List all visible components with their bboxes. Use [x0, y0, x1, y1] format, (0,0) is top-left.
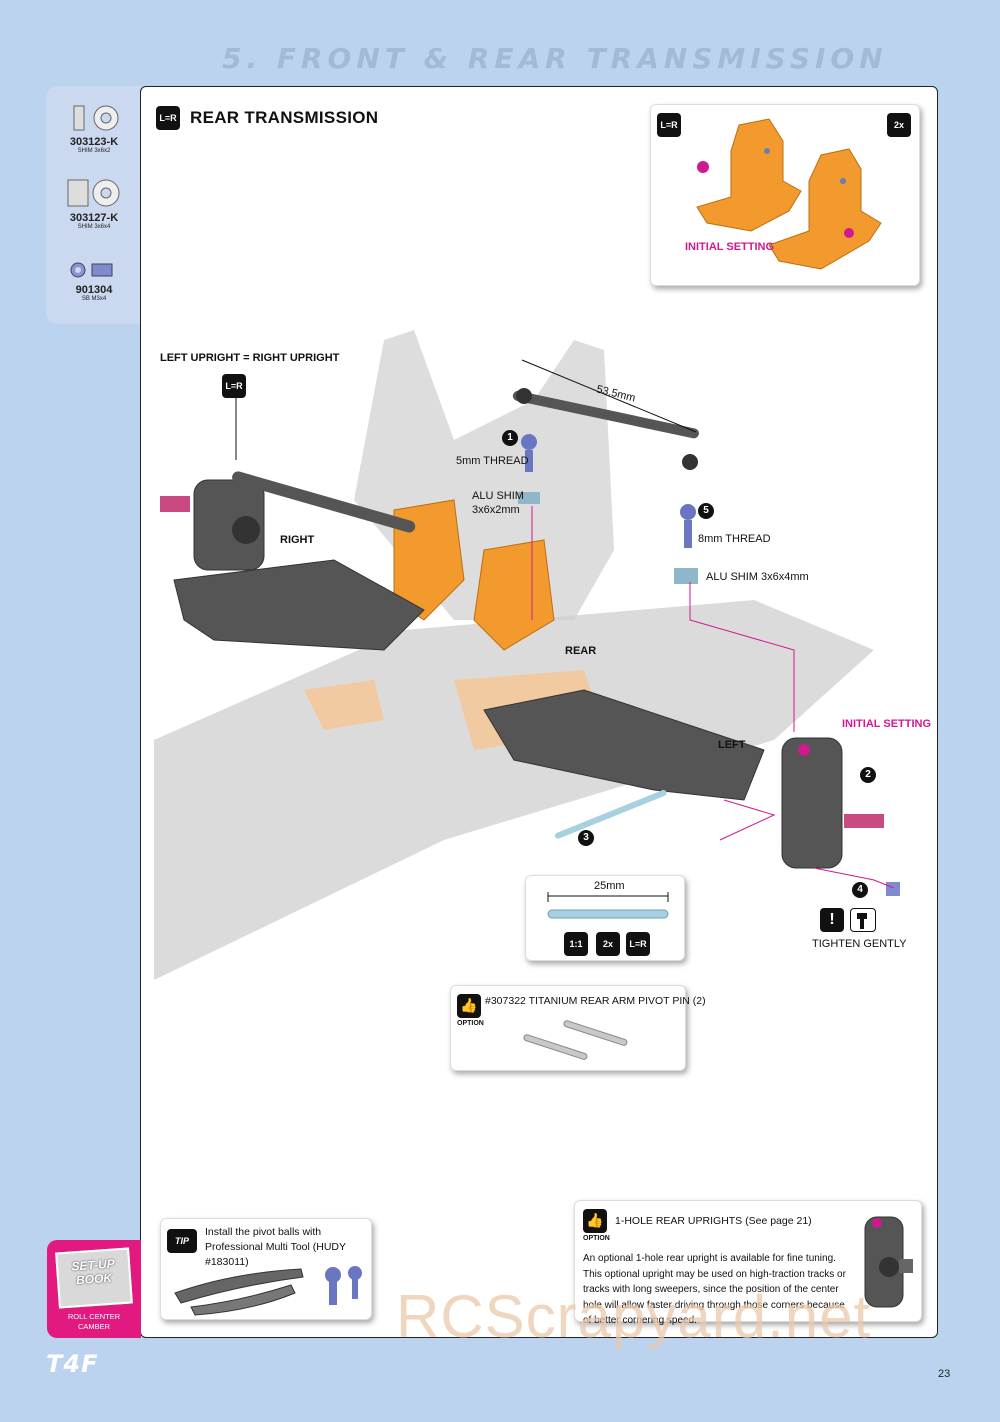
- rear-transmission-illustration: [154, 330, 900, 980]
- option-label: OPTION: [457, 1020, 484, 1027]
- tip-card: TIP Install the pivot balls with Profess…: [160, 1218, 372, 1320]
- alu-shim-size-label: 3x6x2mm: [472, 504, 520, 516]
- watermark: RCScrapyard.net: [396, 1283, 872, 1350]
- times-2-badge: 2x: [887, 113, 911, 137]
- initial-setting-label: INITIAL SETTING: [685, 241, 775, 253]
- screw-icon: [70, 262, 118, 283]
- option-upright-card: 👍 OPTION 1-HOLE REAR UPRIGHTS (See page …: [574, 1200, 922, 1326]
- initial-setting-card: L=R 2x INITIAL SETTING: [650, 104, 920, 286]
- multi-tool-illustration: [174, 1266, 362, 1316]
- shim-icon: [66, 178, 122, 213]
- option-upright-body: An optional 1-hole rear upright is avail…: [583, 1253, 846, 1326]
- page-title: 5. FRONT & REAR TRANSMISSION: [222, 42, 888, 75]
- step-5-marker: 5: [698, 503, 714, 519]
- step-2-marker: 2: [860, 767, 876, 783]
- option-upright-title: 1-HOLE REAR UPRIGHTS (See page 21): [615, 1215, 812, 1227]
- tip-text: Install the pivot balls with Professiona…: [205, 1226, 346, 1268]
- step-4-marker: 4: [852, 882, 868, 898]
- thumbs-up-icon: 👍: [583, 1209, 607, 1233]
- titanium-pins-illustration: [523, 1020, 628, 1060]
- option-pin-text: #307322 TITANIUM REAR ARM PIVOT PIN (2): [485, 995, 706, 1007]
- lr-badge: L=R: [657, 113, 681, 137]
- one-hole-upright-illustration: [864, 1216, 913, 1308]
- upright-holders-illustration: [696, 118, 882, 270]
- pin-length-label: 25mm: [594, 880, 625, 892]
- setup-book-icon: SET-UP BOOK: [55, 1247, 133, 1309]
- shim-icon: [72, 104, 120, 137]
- pin-length-card: 25mm 1:1 2x L=R: [525, 875, 685, 961]
- thread-5mm-label: 5mm THREAD: [456, 455, 529, 467]
- step-3-marker: 3: [578, 830, 594, 846]
- alu-shim-label: ALU SHIM: [472, 490, 524, 502]
- rear-label: REAR: [565, 645, 597, 657]
- alu-shim-2-label: ALU SHIM 3x6x4mm: [706, 571, 809, 583]
- scale-badge: 1:1: [564, 932, 588, 956]
- lr-badge: L=R: [222, 374, 246, 398]
- lr-badge: L=R: [626, 932, 650, 956]
- screw-tighten-icon: [850, 908, 876, 932]
- tip-badge: TIP: [167, 1229, 197, 1253]
- tighten-gently-label: TIGHTEN GENTLY: [812, 938, 907, 950]
- section-title: REAR TRANSMISSION: [190, 108, 379, 127]
- pin-illustration: [547, 892, 669, 919]
- option-pin-card: 👍 OPTION #307322 TITANIUM REAR ARM PIVOT…: [450, 985, 706, 1071]
- thumbs-up-icon: 👍: [457, 994, 481, 1018]
- lr-badge: L=R: [156, 106, 180, 130]
- left-eq-right-label: LEFT UPRIGHT = RIGHT UPRIGHT: [160, 352, 340, 364]
- warning-icon: !: [820, 908, 844, 932]
- left-side-label: LEFT: [718, 739, 746, 751]
- brand-logo: T4F: [46, 1350, 99, 1378]
- page-number: 23: [938, 1368, 951, 1380]
- option-label: OPTION: [583, 1235, 610, 1242]
- right-side-label: RIGHT: [280, 534, 315, 546]
- times-2-badge: 2x: [596, 932, 620, 956]
- step-1-marker: 1: [502, 430, 518, 446]
- initial-setting-label: INITIAL SETTING: [842, 718, 932, 730]
- thread-8mm-label: 8mm THREAD: [698, 533, 771, 545]
